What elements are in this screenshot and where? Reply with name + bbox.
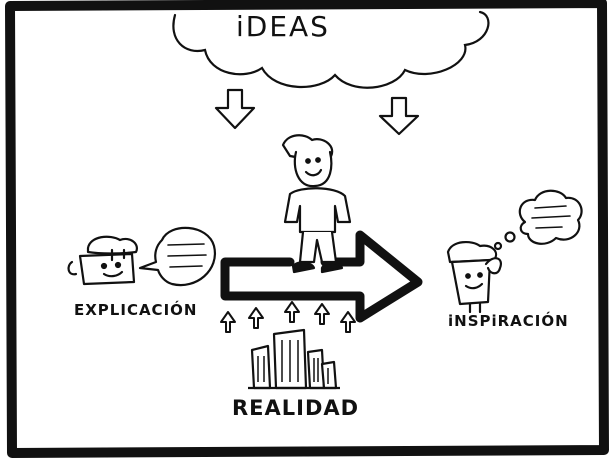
arrow-down-left-icon — [214, 88, 256, 130]
up-arrow-icon — [284, 301, 300, 323]
explicacion-label: EXPLICACIÓN — [74, 301, 198, 319]
up-arrows — [220, 301, 356, 333]
explaining-person-icon — [67, 235, 138, 286]
up-arrow-icon — [340, 311, 356, 333]
inspired-person-icon — [446, 240, 502, 314]
thought-cloud-icon — [493, 189, 583, 251]
ideas-label: iDEAS — [236, 10, 330, 43]
inspiracion-label: iNSPiRACIÓN — [448, 312, 569, 330]
frame-border — [5, 0, 609, 458]
up-arrow-icon — [248, 307, 264, 329]
city-buildings-icon — [248, 328, 340, 390]
big-arrow-icon — [220, 230, 423, 323]
arrow-down-right-icon — [378, 96, 420, 136]
realidad-label: REALIDAD — [232, 396, 360, 420]
up-arrow-icon — [314, 303, 330, 325]
up-arrow-icon — [220, 311, 236, 333]
speech-bubble-icon — [138, 226, 217, 287]
person-figure — [281, 134, 352, 274]
cloud-icon — [172, 10, 490, 89]
